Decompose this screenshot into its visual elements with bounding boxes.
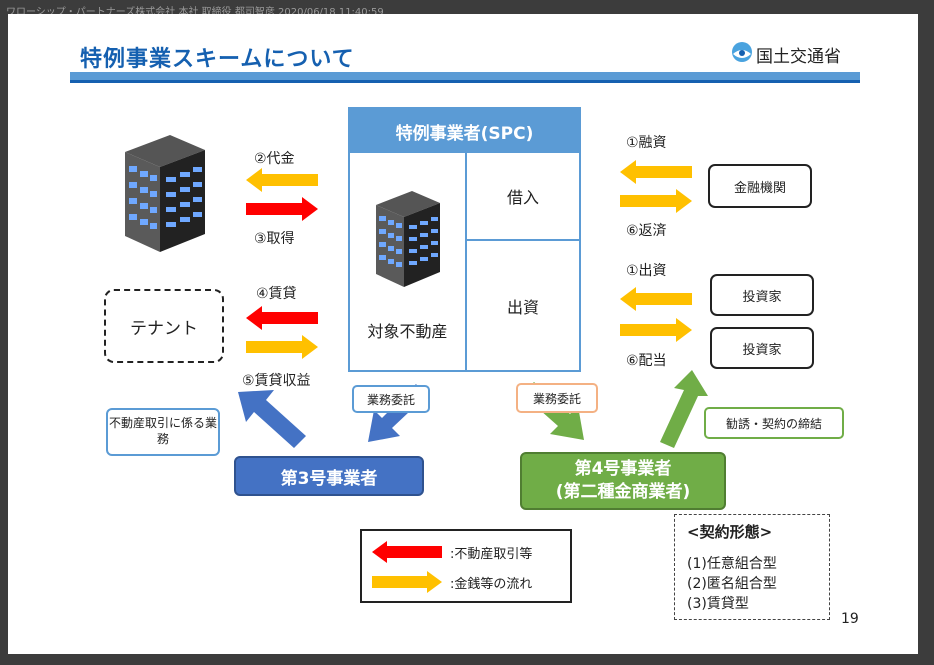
real-estate-note-box: 不動産取引に係る業務	[106, 408, 220, 456]
legend-yellow-label: :金銭等の流れ	[450, 576, 533, 592]
label-income: ⑤賃貸収益	[242, 373, 311, 389]
yellow-arrow-right	[246, 335, 318, 359]
legend-red-arrow-icon	[372, 541, 442, 563]
label-acquire: ③取得	[254, 231, 295, 247]
spc-title: 特例事業者(SPC)	[350, 109, 579, 153]
header-rule-dark	[70, 80, 860, 83]
tenant-box: テナント	[104, 289, 224, 363]
header-rule	[70, 72, 860, 80]
spc-asset-label: 対象不動産	[367, 322, 448, 341]
label-price: ②代金	[254, 151, 295, 167]
label-financing: ①融資	[626, 135, 667, 151]
spc-borrowing: 借入	[506, 188, 539, 207]
green-arrow-up-right	[660, 370, 708, 448]
solicit-note: 勧誘・契約の締結	[704, 407, 844, 439]
spc-divider-horizontal	[467, 239, 579, 241]
legend-box: :不動産取引等 :金銭等の流れ	[360, 529, 572, 603]
operator-3-box: 第3号事業者	[234, 456, 424, 496]
yellow-arrow-right-repay	[620, 189, 692, 213]
bank-box: 金融機関	[708, 164, 812, 208]
yellow-arrow-right-dividend	[620, 318, 692, 342]
label-lease: ④賃貸	[256, 286, 297, 302]
label-repay: ⑥返済	[626, 223, 667, 239]
investor-box-1: 投資家	[710, 274, 814, 316]
ministry-logo-icon	[732, 42, 752, 62]
spc-box: 特例事業者(SPC) 借入 出資 対象不動産	[348, 107, 581, 372]
label-dividend: ⑥配当	[626, 353, 667, 369]
blue-arrow-up-left	[238, 390, 306, 448]
page-number: 19	[841, 611, 859, 627]
contract-box: <契約形態> (1)任意組合型 (2)匿名組合型 (3)賃貸型	[674, 514, 830, 620]
delegation-note-blue: 業務委託	[352, 385, 430, 413]
legend-row-yellow: :金銭等の流れ	[372, 571, 532, 593]
yellow-arrow-left-equity	[620, 287, 692, 311]
legend-yellow-arrow-icon	[372, 571, 442, 593]
spc-building-icon	[376, 191, 440, 287]
contract-item-3: (3)賃貸型	[687, 596, 749, 612]
building-icon	[125, 135, 205, 252]
slide-page: 特例事業スキームについて 国土交通省 ②代金 ③取得 テナント ④賃貸	[8, 14, 918, 654]
delegation-note-orange: 業務委託	[516, 383, 598, 413]
operator-4-line2: (第二種金商業者)	[555, 482, 691, 502]
yellow-arrow-left	[246, 168, 318, 192]
contract-item-2: (2)匿名組合型	[687, 576, 777, 592]
watermark-stamp: ワローシップ・パートナーズ株式会社 本社 取締役 都司智彦 2020/06/18…	[6, 7, 384, 18]
spc-investment: 出資	[506, 297, 539, 317]
operator-4-line1: 第4号事業者	[574, 459, 672, 480]
legend-red-label: :不動産取引等	[450, 546, 533, 562]
page-title: 特例事業スキームについて	[80, 47, 355, 72]
yellow-arrow-left-financing	[620, 160, 692, 184]
contract-item-1: (1)任意組合型	[687, 556, 777, 572]
investor-box-2: 投資家	[710, 327, 814, 369]
contract-title: <契約形態>	[687, 523, 773, 541]
legend-row-red: :不動産取引等	[372, 541, 532, 563]
spc-divider-vertical	[465, 153, 467, 370]
operator-4-box: 第4号事業者 (第二種金商業者)	[520, 452, 726, 510]
label-equity: ①出資	[626, 263, 667, 279]
red-arrow-left	[246, 306, 318, 330]
ministry-name: 国土交通省	[756, 47, 841, 67]
red-arrow-right	[246, 197, 318, 221]
